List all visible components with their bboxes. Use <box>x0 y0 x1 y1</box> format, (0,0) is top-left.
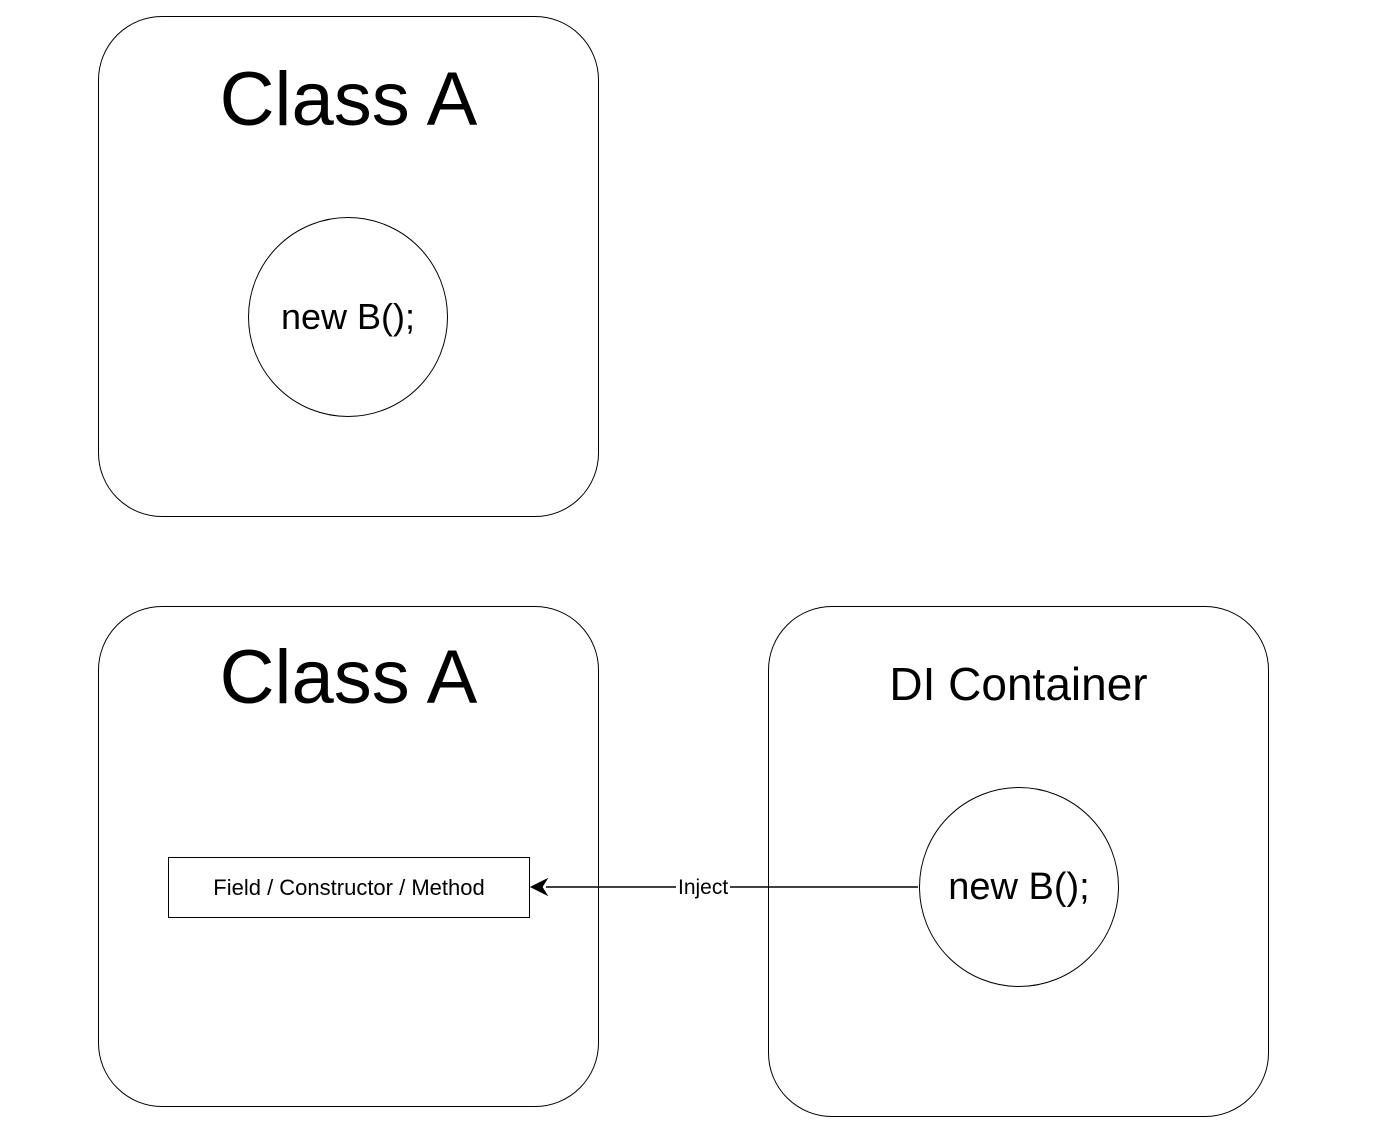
new-b-text-top: new B(); <box>280 296 416 337</box>
injection-point-box: Field / Constructor / Method <box>168 857 530 918</box>
inject-label: Inject <box>676 875 731 901</box>
class-a-title-bottom: Class A <box>219 635 478 720</box>
di-container-box: DI Container new B(); <box>768 606 1269 1117</box>
new-b-circle-bottom: new B(); <box>919 787 1119 987</box>
class-a-box-top: Class A new B(); <box>98 16 599 517</box>
class-a-box-bottom: Class A Field / Constructor / Method <box>98 606 599 1107</box>
new-b-text-bottom: new B(); <box>948 865 1090 908</box>
class-a-title-top: Class A <box>219 57 478 142</box>
new-b-circle-top: new B(); <box>248 217 448 417</box>
di-container-title: DI Container <box>889 658 1148 710</box>
injection-point-text: Field / Constructor / Method <box>213 874 485 900</box>
